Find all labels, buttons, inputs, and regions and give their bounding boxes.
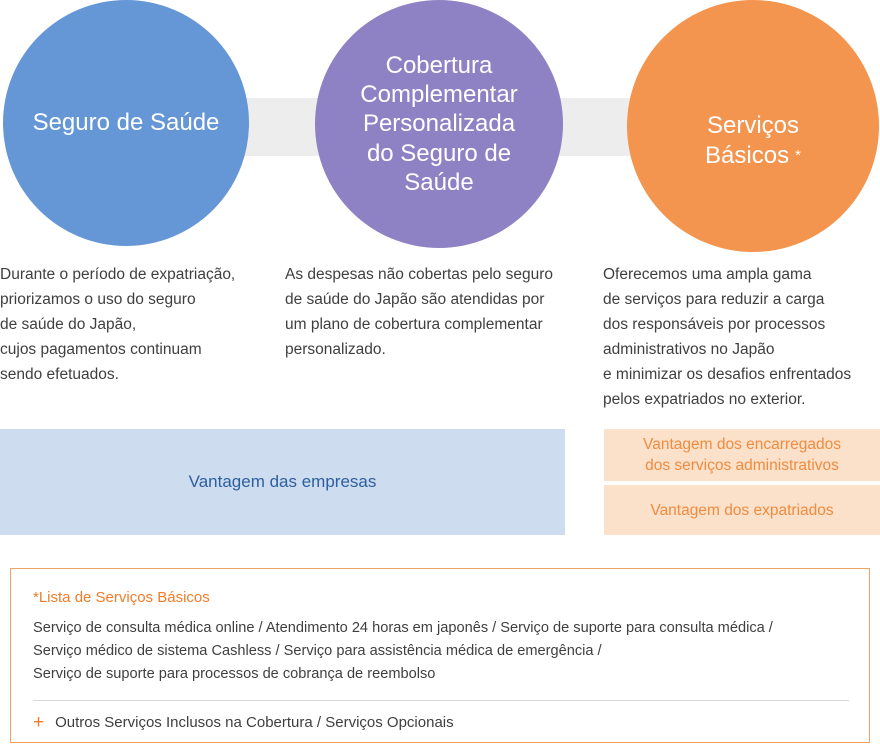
expand-optional-services-label[interactable]: Outros Serviços Inclusos na Cobertura / … (55, 714, 454, 731)
circle-seguro-de-saude: Seguro de Saúde (3, 0, 249, 246)
description-seguro-de-saude: Durante o período de expatriação, priori… (0, 266, 236, 383)
note-divider (33, 700, 849, 701)
benefit-bar-administrators: Vantagem dos encarregados dos serviços a… (604, 429, 880, 481)
benefit-bar-expatriates: Vantagem dos expatriados (604, 485, 880, 535)
circle-cobertura-complementar: Cobertura Complementar Personalizada do … (315, 0, 563, 248)
plus-icon[interactable]: + (33, 712, 45, 733)
asterisk-marker: * (795, 147, 801, 165)
circle-servicos-basicos: Serviços Básicos* (627, 0, 879, 252)
basic-services-note-box: *Lista de Serviços Básicos Serviço de co… (10, 568, 870, 743)
circle-label-cobertura-complementar: Cobertura Complementar Personalizada do … (360, 51, 518, 196)
circle-label-servicos-basicos-text: Serviços Básicos (705, 112, 799, 169)
circle-label-servicos-basicos: Serviços Básicos* (695, 82, 811, 170)
expand-optional-services-row[interactable]: + Outros Serviços Inclusos na Cobertura … (33, 713, 454, 732)
benefit-bar-administrators-label: Vantagem dos encarregados dos serviços a… (643, 436, 841, 474)
note-title: *Lista de Serviços Básicos (33, 589, 210, 606)
description-cobertura-complementar: As despesas não cobertas pelo seguro de … (285, 266, 553, 358)
description-servicos-basicos: Oferecemos uma ampla gama de serviços pa… (603, 266, 852, 408)
circle-label-seguro-de-saude: Seguro de Saúde (32, 109, 220, 137)
note-services-text: Serviço de consulta médica online / Aten… (33, 620, 773, 682)
benefit-bar-expatriates-label: Vantagem dos expatriados (650, 501, 834, 519)
benefit-bar-companies: Vantagem das empresas (0, 429, 565, 535)
benefit-bar-companies-label: Vantagem das empresas (188, 472, 377, 491)
